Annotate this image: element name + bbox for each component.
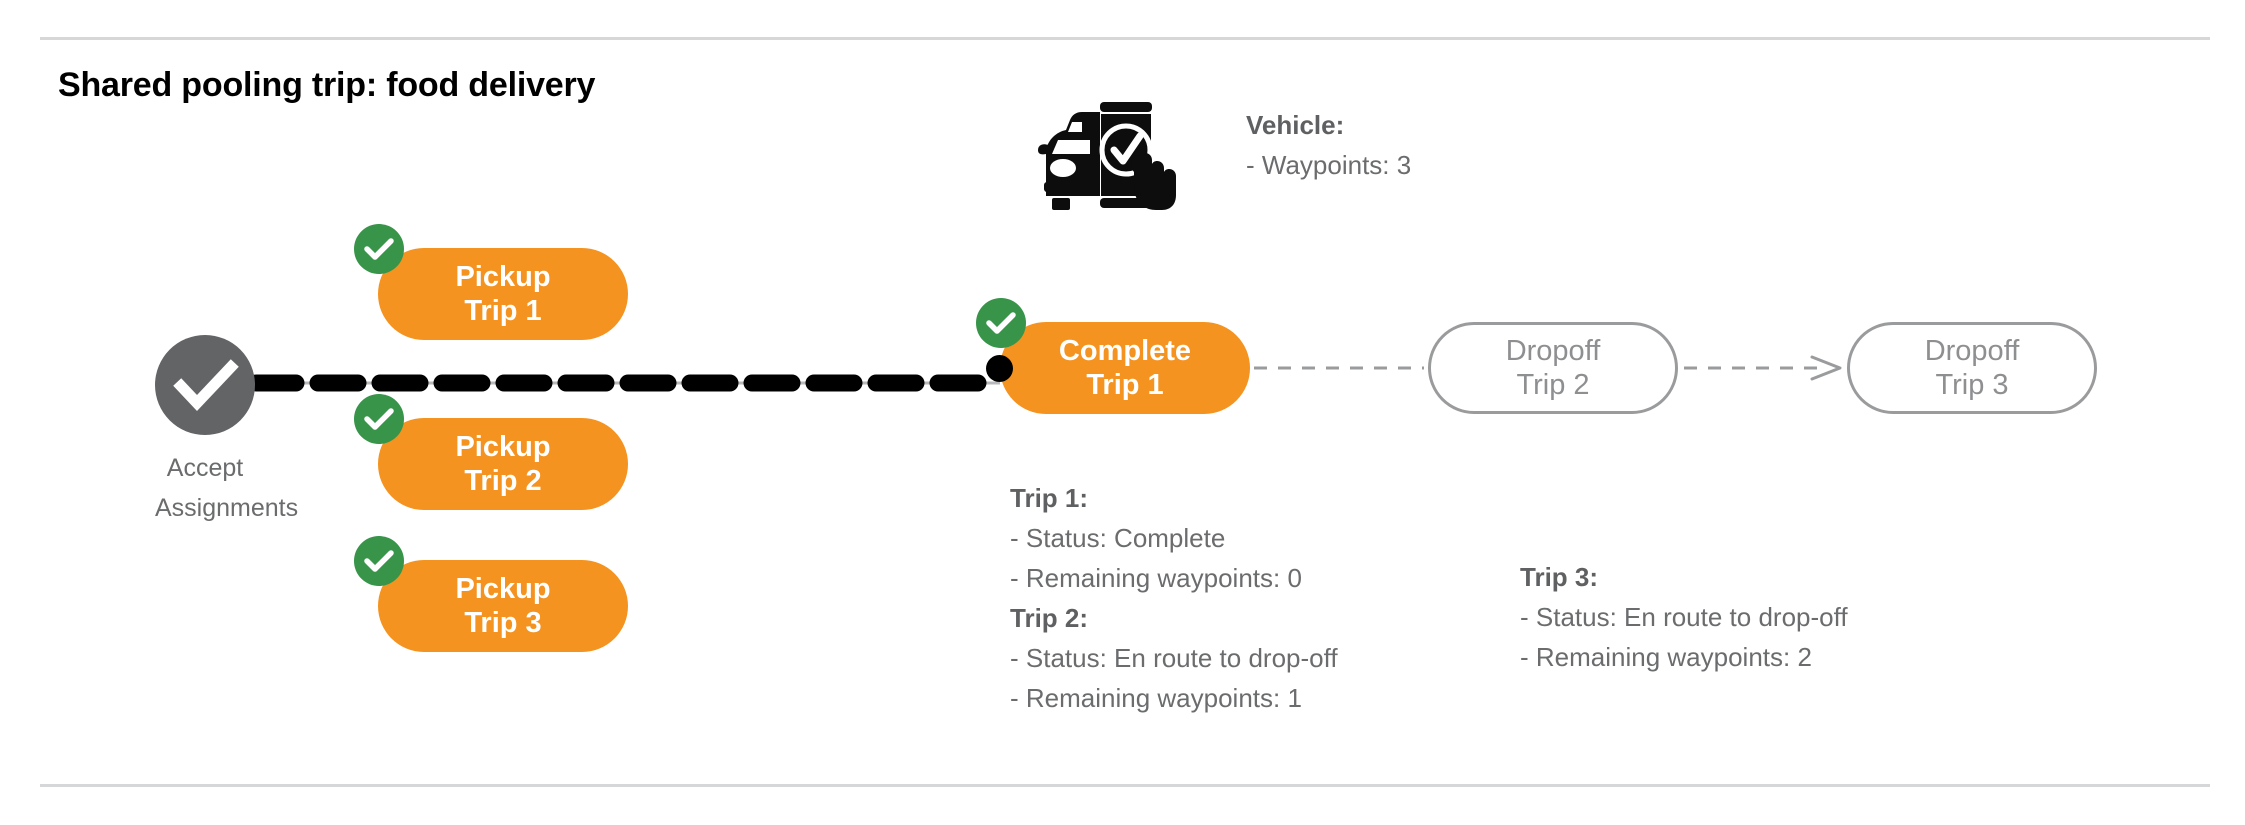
node-pickup-trip-1[interactable]: Pickup Trip 1 xyxy=(354,224,628,340)
node-label-line-2: Trip 1 xyxy=(464,295,542,327)
trip-2-heading: Trip 2: xyxy=(1010,603,1089,633)
trip-1-heading: Trip 1: xyxy=(1010,483,1089,513)
node-label-line-2: Trip 1 xyxy=(1086,369,1164,401)
check-badge-complete-trip-1 xyxy=(976,298,1026,348)
node-dropoff-trip-3[interactable]: Dropoff Trip 3 xyxy=(1847,322,2097,414)
car-phone-check-icon xyxy=(1038,102,1176,210)
node-label-line-2: Trip 2 xyxy=(464,465,542,497)
trip-2-remaining: - Remaining waypoints: 1 xyxy=(1010,683,1302,713)
vehicle-heading: Vehicle: xyxy=(1246,110,1345,140)
accept-assignments-label: Accept Assignments xyxy=(155,448,299,528)
check-icon xyxy=(986,312,1016,334)
node-label-line-1: Complete xyxy=(1058,334,1192,367)
node-pickup-trip-3[interactable]: Pickup Trip 3 xyxy=(354,536,628,652)
bottom-divider xyxy=(40,784,2210,787)
check-badge-pickup-trip-1 xyxy=(354,224,404,274)
accept-label-line-1: Accept xyxy=(166,454,244,482)
trip-3-status: - Status: En route to drop-off xyxy=(1520,602,1848,632)
annotation-trip-3: Trip 3: - Status: En route to drop-off -… xyxy=(1520,557,1848,677)
trip-1-status: - Status: Complete xyxy=(1010,523,1226,553)
trip-2-status: - Status: En route to drop-off xyxy=(1010,643,1338,673)
node-label-line-2: Trip 3 xyxy=(464,607,542,639)
trip-1-remaining: - Remaining waypoints: 0 xyxy=(1010,563,1302,593)
node-dropoff-trip-2[interactable]: Dropoff Trip 2 xyxy=(1428,322,1678,414)
node-label-line-2: Trip 3 xyxy=(1935,369,2009,401)
node-label-line-1: Dropoff xyxy=(1505,334,1601,367)
trip-3-heading: Trip 3: xyxy=(1520,562,1599,592)
check-badge-pickup-trip-2 xyxy=(354,394,404,444)
annotation-vehicle: Vehicle: - Waypoints: 3 xyxy=(1246,105,1411,185)
check-icon xyxy=(364,238,394,260)
check-circle-icon xyxy=(173,359,239,412)
accept-label-line-2: Assignments xyxy=(155,494,299,522)
node-label-line-1: Pickup xyxy=(455,430,551,463)
node-label-line-1: Dropoff xyxy=(1924,334,2020,367)
node-label-line-2: Trip 2 xyxy=(1516,369,1590,401)
accept-assignments-node[interactable]: Accept Assignments xyxy=(155,335,299,528)
check-icon xyxy=(364,550,394,572)
check-icon xyxy=(364,408,394,430)
vehicle-waypoints: - Waypoints: 3 xyxy=(1246,150,1412,180)
trip-3-remaining: - Remaining waypoints: 2 xyxy=(1520,642,1812,672)
node-pickup-trip-2[interactable]: Pickup Trip 2 xyxy=(354,394,628,510)
route-terminal-dot xyxy=(986,355,1013,382)
node-label-line-1: Pickup xyxy=(455,260,551,293)
node-complete-trip-1[interactable]: Complete Trip 1 xyxy=(976,298,1250,414)
node-label-line-1: Pickup xyxy=(455,572,551,605)
check-badge-pickup-trip-3 xyxy=(354,536,404,586)
top-divider xyxy=(40,37,2210,40)
arrowhead-icon xyxy=(1810,355,1842,381)
annotation-trip-1-and-2: Trip 1: - Status: Complete - Remaining w… xyxy=(1010,478,1338,718)
page-title: Shared pooling trip: food delivery xyxy=(58,66,596,104)
accept-status-circle xyxy=(155,335,255,435)
